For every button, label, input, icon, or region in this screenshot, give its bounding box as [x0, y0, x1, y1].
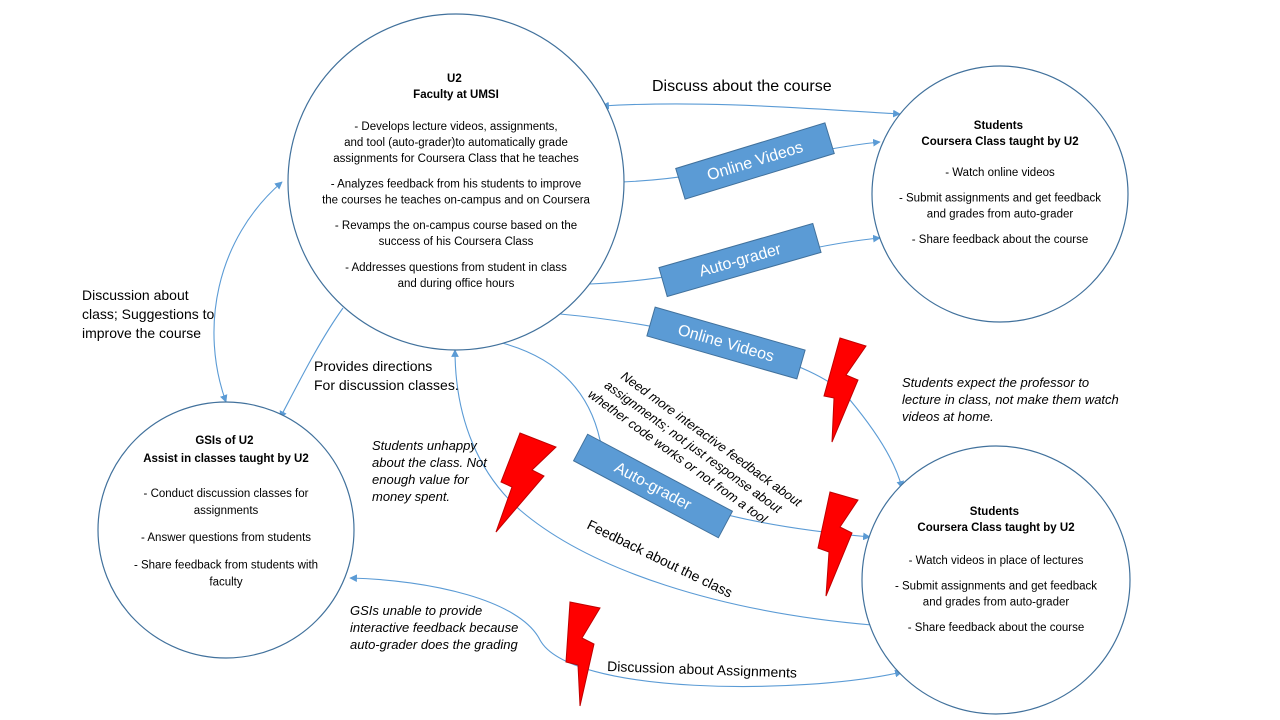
coursera-title-line: Coursera Class taught by U2 — [921, 136, 1078, 148]
gsi-circle — [97, 401, 355, 659]
oncampus-body-line: - Watch videos in place of lectures — [909, 555, 1084, 567]
label-discussion-class: Discussion about class; Suggestions to i… — [82, 287, 218, 341]
faculty-body-line: - Addresses questions from student in cl… — [345, 262, 567, 274]
note-line: interactive feedback because — [350, 620, 518, 635]
faculty-body-line: success of his Coursera Class — [379, 236, 534, 248]
box-online-videos-top: Online Videos — [675, 122, 835, 200]
label-line: For discussion classes. — [314, 377, 459, 393]
gsi-title-line: GSIs of U2 — [195, 435, 253, 447]
note-line: enough value for — [372, 472, 470, 487]
box-rect — [658, 222, 822, 298]
svg-text:U2 Faculty at UMSI: U2 Faculty at UMSI — [413, 73, 499, 101]
node-faculty: U2 Faculty at UMSI - Develops lecture vi… — [287, 13, 625, 351]
faculty-body-line: - Revamps the on-campus course based on … — [335, 220, 577, 232]
svg-text:Students Coursera Class: Students Coursera Class taught by U2 — [921, 120, 1078, 148]
gsi-body-line: assignments — [194, 505, 259, 517]
oncampus-circle — [861, 445, 1131, 715]
box-rect — [572, 433, 734, 539]
note-line: Students unhappy — [372, 438, 478, 453]
gsi-body-line: - Share feedback from students with — [134, 559, 318, 571]
coursera-circle — [871, 65, 1129, 323]
note-expect-lecture: Students expect the professor to lecture… — [902, 375, 1122, 424]
coursera-body-line: - Watch online videos — [945, 167, 1055, 179]
faculty-title-line: U2 — [447, 73, 462, 85]
oncampus-body-line: - Submit assignments and get feedback — [895, 581, 1097, 593]
note-line: GSIs unable to provide — [350, 603, 482, 618]
gsi-body-line: faculty — [209, 576, 242, 588]
coursera-body: - Watch online videos - Submit assignment… — [899, 167, 1101, 246]
faculty-circle — [287, 13, 625, 351]
faculty-body: - Develops lecture videos, assignments, a… — [322, 121, 590, 290]
coursera-title-line: Students — [974, 120, 1023, 132]
faculty-body-line: and tool (auto-grader)to automatically g… — [344, 137, 568, 149]
note-line: money spent. — [372, 489, 450, 504]
node-oncampus-students: Students Coursera Class taught by U2 - W… — [861, 445, 1131, 715]
gsi-body-line: - Answer questions from students — [141, 532, 311, 544]
note-line: videos at home. — [902, 409, 994, 424]
faculty-body-line: - Analyzes feedback from his students to… — [331, 179, 582, 191]
svg-text:Students Coursera Class: Students Coursera Class taught by U2 — [917, 506, 1074, 534]
box-rect — [646, 306, 806, 380]
label-line: improve the course — [82, 325, 201, 341]
node-coursera-students: Students Coursera Class taught by U2 - W… — [871, 65, 1129, 323]
edge-faculty-coursera-discuss — [601, 101, 901, 118]
coursera-body-line: - Share feedback about the course — [912, 234, 1088, 246]
box-online-videos-bottom: Online Videos — [646, 306, 806, 380]
note-line: Students expect the professor to — [902, 375, 1089, 390]
lightning-bolt-icon — [817, 491, 859, 597]
lightning-bolt-icon — [495, 432, 557, 533]
lightning-bolt-icon — [565, 601, 601, 707]
box-rect — [675, 122, 835, 200]
node-gsi: GSIs of U2 Assist in classes taught by U… — [97, 401, 355, 659]
box-auto-grader-top: Auto-grader — [658, 222, 822, 298]
oncampus-title-line: Students — [970, 506, 1019, 518]
faculty-body-line: assignments for Coursera Class that he t… — [333, 153, 579, 165]
oncampus-body-line: and grades from auto-grader — [923, 597, 1070, 609]
gsi-title-line: Assist in classes taught by U2 — [143, 453, 309, 465]
coursera-body-line: - Submit assignments and get feedback — [899, 193, 1101, 205]
faculty-title-line: Faculty at UMSI — [413, 89, 499, 101]
label-line: Provides directions — [314, 358, 432, 374]
label-line: Discussion about — [82, 287, 189, 303]
coursera-body-line: and grades from auto-grader — [927, 209, 1074, 221]
edge-gsi-faculty-discussion — [213, 181, 283, 403]
note-line: lecture in class, not make them watch — [902, 392, 1119, 407]
oncampus-body: - Watch videos in place of lectures - Sub… — [895, 555, 1097, 634]
edge-gsi-oncampus-assignments — [349, 574, 903, 688]
note-line: auto-grader does the grading — [350, 637, 518, 652]
edge-faculty-gsi-directions — [279, 307, 344, 419]
oncampus-title-line: Coursera Class taught by U2 — [917, 522, 1074, 534]
svg-text:GSIs of U2 Assist in cla: GSIs of U2 Assist in classes taught by U… — [143, 435, 309, 465]
note-line: about the class. Not — [372, 455, 488, 470]
note-unhappy: Students unhappy about the class. Not en… — [372, 438, 491, 504]
label-discussion-assignments: Discussion about Assignments — [607, 658, 797, 681]
faculty-body-line: the courses he teaches on-campus and on … — [322, 195, 590, 207]
label-discuss-course: Discuss about the course — [652, 78, 832, 95]
faculty-body-line: - Develops lecture videos, assignments, — [354, 121, 557, 133]
label-provides-directions: Provides directions For discussion class… — [314, 358, 459, 393]
gsi-body-line: - Conduct discussion classes for — [144, 488, 309, 500]
gsi-body: - Conduct discussion classes for assignme… — [134, 488, 318, 588]
lightning-bolt-icon — [823, 337, 867, 443]
label-line: class; Suggestions to — [82, 306, 215, 322]
note-gsi-unable: GSIs unable to provide interactive feedb… — [350, 603, 522, 652]
oncampus-body-line: - Share feedback about the course — [908, 622, 1084, 634]
faculty-body-line: and during office hours — [398, 278, 515, 290]
